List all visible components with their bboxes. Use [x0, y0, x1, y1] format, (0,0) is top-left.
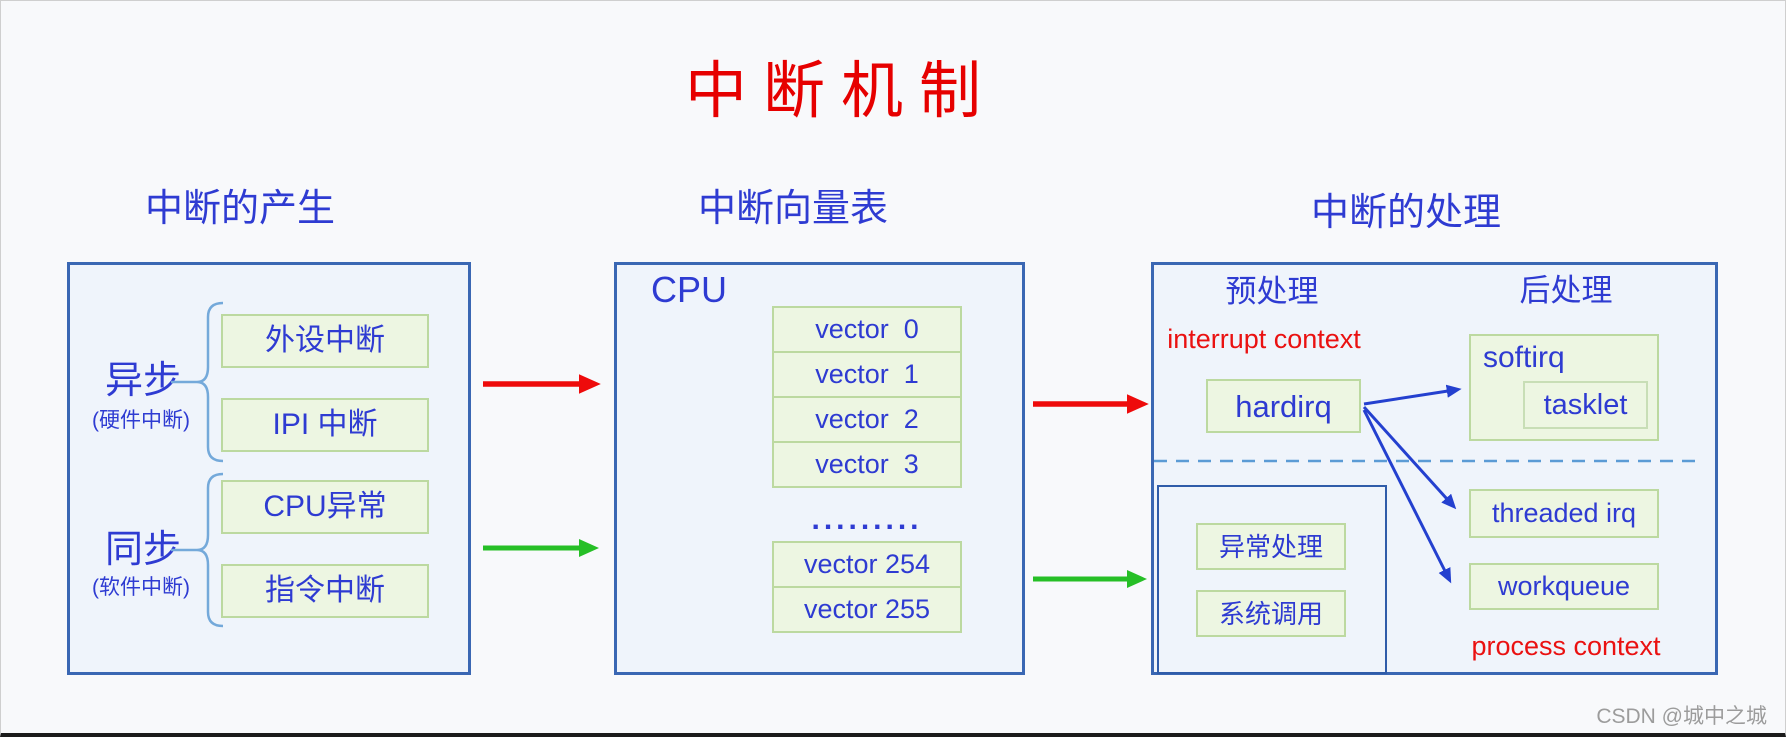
preprocess-label: 预处理: [1225, 274, 1319, 309]
vector-row-3: vector 3: [772, 441, 962, 488]
softirq-label: softirq: [1483, 341, 1565, 374]
hardirq-box: hardirq: [1206, 379, 1361, 433]
system-call-box: 系统调用: [1196, 590, 1346, 637]
interrupt-context-label: interrupt context: [1167, 324, 1361, 354]
peripheral-interrupt-box: 外设中断: [221, 314, 429, 368]
threaded-irq-box: threaded irq: [1469, 489, 1659, 538]
vector-row-254: vector 254: [772, 541, 962, 588]
instruction-interrupt-box: 指令中断: [221, 564, 429, 618]
async-label: 异步: [104, 360, 182, 402]
sync-handling-box: [1157, 485, 1387, 674]
sync-label: 同步: [104, 529, 182, 571]
hardware-interrupt-sublabel: (硬件中断): [92, 409, 190, 432]
vector-row-0: vector 0: [772, 306, 962, 353]
tasklet-box: tasklet: [1523, 381, 1648, 429]
postprocess-label: 后处理: [1519, 273, 1613, 308]
vector-row-2: vector 2: [772, 396, 962, 443]
cpu-exception-box: CPU异常: [221, 480, 429, 534]
cpu-label: CPU: [651, 269, 728, 310]
software-interrupt-sublabel: (软件中断): [92, 576, 190, 599]
workqueue-box: workqueue: [1469, 563, 1659, 610]
diagram-title: 中断机制: [684, 58, 998, 126]
section-header-generation: 中断的产生: [144, 188, 336, 230]
vector-ellipsis: .........: [811, 503, 923, 536]
vector-row-1: vector 1: [772, 351, 962, 398]
section-header-handling: 中断的处理: [1310, 192, 1502, 234]
process-context-label: process context: [1471, 631, 1661, 661]
exception-handling-box: 异常处理: [1196, 523, 1346, 570]
watermark: CSDN @城中之城: [1596, 705, 1767, 728]
section-header-vector-table: 中断向量表: [697, 188, 889, 230]
vector-row-255: vector 255: [772, 586, 962, 633]
ipi-interrupt-box: IPI 中断: [221, 398, 429, 452]
